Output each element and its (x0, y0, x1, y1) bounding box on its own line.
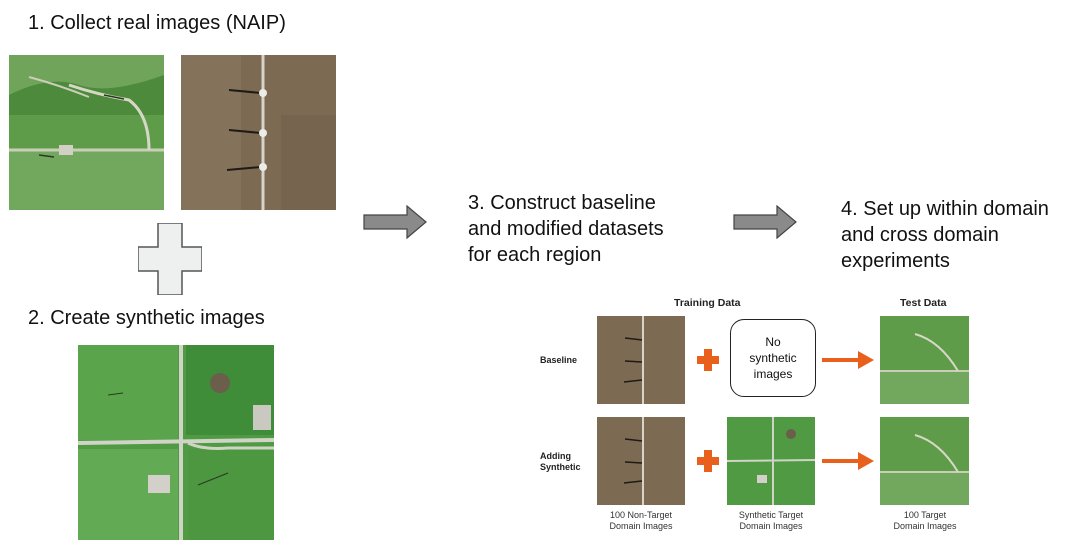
adding-test-image (880, 417, 969, 505)
step-4-title: 4. Set up within domain and cross domain… (841, 198, 1049, 272)
baseline-test-image (880, 316, 969, 404)
row-label-baseline: Baseline (540, 355, 578, 365)
caption-target: 100 Target Domain Images (893, 510, 957, 531)
synthetic-image (78, 345, 274, 540)
orange-plus-icon (697, 349, 719, 371)
real-image-farmland (9, 55, 164, 210)
test-data-header: Test Data (900, 297, 947, 309)
caption-non-target: 100 Non-Target Domain Images (609, 510, 673, 531)
orange-arrow-icon (822, 451, 874, 471)
training-data-header: Training Data (674, 297, 741, 309)
step-3-title: 3. Construct baseline and modified datas… (468, 192, 664, 266)
orange-arrow-icon (822, 350, 874, 370)
baseline-training-image (597, 316, 685, 404)
plus-icon (137, 222, 203, 296)
step-1-title: 1. Collect real images (NAIP) (28, 12, 286, 34)
right-arrow-icon (363, 204, 428, 240)
step-2-title: 2. Create synthetic images (28, 307, 265, 329)
right-arrow-icon (733, 204, 798, 240)
row-label-adding-synthetic: Adding Synthetic (540, 451, 581, 472)
caption-synthetic: Synthetic Target Domain Images (738, 510, 804, 531)
real-image-turbines (181, 55, 336, 210)
adding-synthetic-image (727, 417, 815, 505)
orange-plus-icon (697, 450, 719, 472)
no-synthetic-box: No synthetic images (730, 319, 816, 397)
adding-training-image (597, 417, 685, 505)
